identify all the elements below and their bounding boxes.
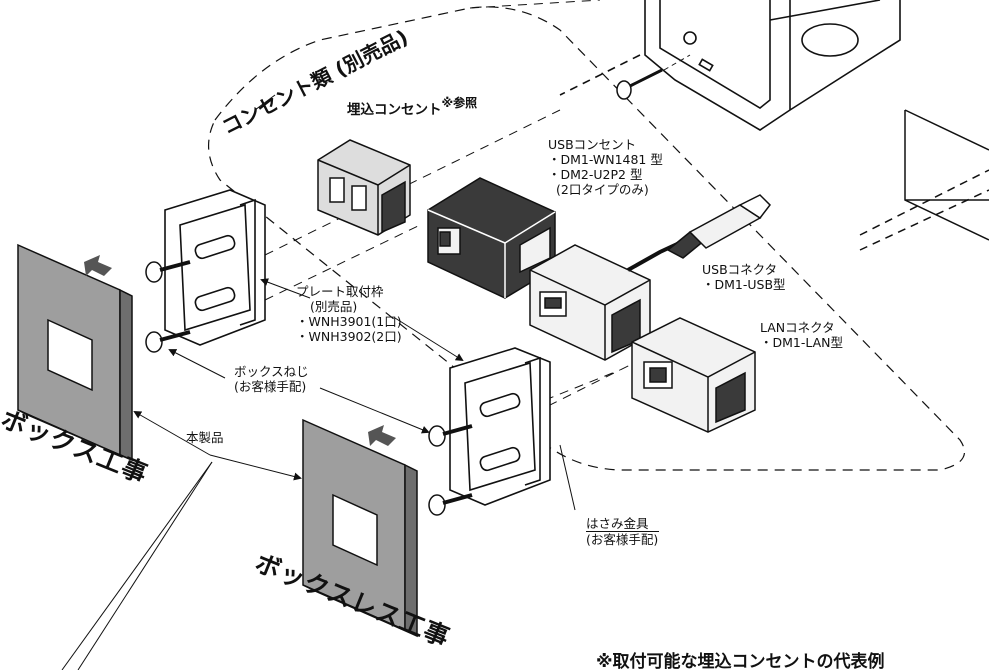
- box-screw-note: (お客様手配): [234, 379, 307, 394]
- embedded-outlet-label: 埋込コンセント※参照: [347, 96, 477, 118]
- usb-outlet-title: USBコンセント: [548, 137, 637, 152]
- usb-outlet-model-2: ・DM2-U2P2 型: [548, 167, 643, 182]
- plate-frame-model-2: ・WNH3902(2口): [296, 329, 402, 344]
- clip-label: はさみ金具 (お客様手配): [586, 516, 659, 547]
- usb-connector-model: ・DM1-USB型: [702, 277, 786, 292]
- leader-lines: [61, 278, 576, 670]
- lan-connector-model: ・DM1-LAN型: [760, 335, 844, 350]
- plate-frame-model-1: ・WNH3901(1口): [296, 314, 402, 329]
- usb-outlet-label: USBコンセント ・DM1-WN1481 型 ・DM2-U2P2 型 (2口タイ…: [548, 137, 663, 197]
- box-screws: [145, 260, 473, 516]
- lan-connector-title: LANコネクタ: [760, 320, 835, 335]
- usb-outlet-model-1: ・DM1-WN1481 型: [548, 152, 663, 167]
- see-note-marker: ※参照: [441, 96, 478, 110]
- plate-boxless-work: [302, 418, 418, 638]
- clip-title: はさみ金具: [586, 516, 659, 532]
- usb-outlet-note: (2口タイプのみ): [556, 182, 649, 197]
- embedded-outlet-illustration: [317, 139, 411, 236]
- outlets-group-pointer: [254, 94, 276, 111]
- plate-frame-upper: [164, 189, 266, 346]
- usb-connector-title: USBコネクタ: [702, 262, 778, 277]
- usb-outlet-illustration: [427, 177, 556, 299]
- plate-frame-title: プレート取付枠: [296, 284, 384, 299]
- wall-cutout: [859, 109, 989, 251]
- plate-box-work: [17, 243, 133, 462]
- embedded-outlet-text: 埋込コンセント: [347, 102, 442, 118]
- plate-frame-lower: [449, 347, 551, 506]
- lan-connector-label: LANコネクタ ・DM1-LAN型: [760, 320, 843, 350]
- outlets-group-outline: [207, 6, 965, 471]
- this-product-label: 本製品: [186, 430, 224, 445]
- box-screw-title: ボックスねじ: [234, 364, 309, 379]
- wall-box-screw: [616, 54, 691, 100]
- usb-connector-illustration: [529, 194, 771, 361]
- usb-connector-label: USBコネクタ ・DM1-USB型: [702, 262, 786, 292]
- lan-connector-illustration: [631, 317, 756, 433]
- wall-box-illustration: [559, 0, 901, 131]
- plate-frame-label: プレート取付枠 (別売品) ・WNH3901(1口) ・WNH3902(2口): [296, 284, 402, 344]
- box-screw-label: ボックスねじ (お客様手配): [234, 364, 309, 394]
- plate-frame-sold-separately: (別売品): [310, 299, 358, 314]
- footnote: ※取付可能な埋込コンセントの代表例: [596, 652, 885, 670]
- clip-note: (お客様手配): [586, 532, 659, 547]
